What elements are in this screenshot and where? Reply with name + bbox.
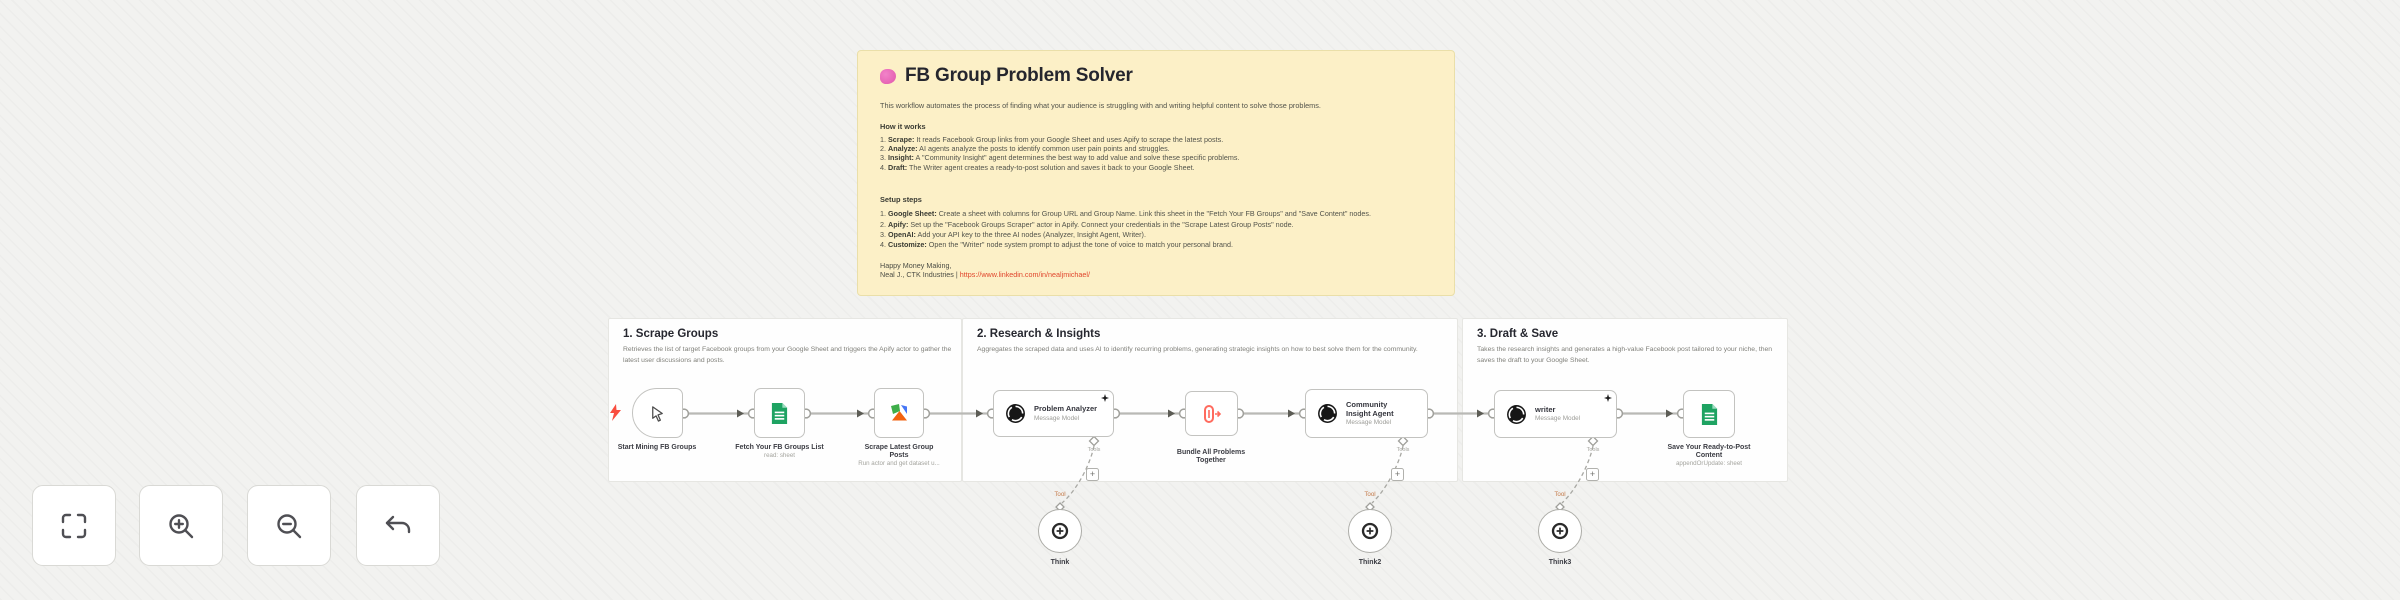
sticky-note[interactable]: FB Group Problem Solver This workflow au…: [857, 50, 1455, 296]
tools-port-label: Tools: [1087, 447, 1101, 453]
cursor-icon: [652, 405, 663, 422]
think-tool-icon: [1051, 522, 1069, 540]
openai-icon: [1006, 404, 1025, 423]
node-problem-analyzer[interactable]: Problem Analyzer Message Model: [993, 390, 1114, 437]
node-title: writer: [1535, 404, 1556, 414]
sticky-title: FB Group Problem Solver: [905, 65, 1133, 86]
node-fetch-fb-groups-list[interactable]: [754, 388, 805, 438]
execute-bolt-icon: [610, 404, 621, 421]
node-subtitle: Message Model: [1034, 414, 1080, 422]
apify-icon: [891, 404, 907, 421]
tools-port-label: Tools: [1396, 447, 1410, 453]
add-tool-button[interactable]: +: [1586, 468, 1599, 481]
undo-icon: [385, 515, 411, 533]
zoom-in-icon: [169, 513, 194, 538]
setup-steps-heading: Setup steps: [880, 195, 922, 205]
tool-label: Think: [1050, 559, 1070, 566]
sticky-intro: This workflow automates the process of f…: [880, 101, 1321, 110]
section-description: Aggregates the scraped data and uses AI …: [977, 346, 1418, 353]
tools-port-label: Tools: [1586, 447, 1600, 453]
reset-zoom-button[interactable]: [356, 485, 440, 566]
openai-icon: [1507, 404, 1526, 424]
node-label: Bundle All Problems Together: [1176, 449, 1246, 464]
node-title: Community Insight Agent: [1346, 399, 1394, 418]
list-item: 4. Draft: The Writer agent creates a rea…: [880, 162, 1195, 172]
node-subtitle: Run actor and get dataset u...: [858, 460, 940, 468]
list-item: 1. Scrape: It reads Facebook Group links…: [880, 134, 1224, 144]
fit-view-icon: [61, 513, 87, 538]
setup-steps-list: 1. Google Sheet: Create a sheet with col…: [880, 209, 1432, 249]
node-subtitle: Message Model: [1346, 419, 1392, 427]
tool-label: Think2: [1358, 559, 1382, 566]
tool-connection-label: Tool: [1554, 491, 1566, 498]
tool-connection-label: Tool: [1054, 491, 1066, 498]
signoff-name: Neal J., CTK Industries |: [880, 270, 960, 280]
node-label: Fetch Your FB Groups List read: sheet: [733, 444, 826, 460]
tool-label: Think3: [1548, 559, 1572, 566]
list-item: 3. OpenAI: Add your API key to the three…: [880, 229, 1146, 239]
node-bundle-problems[interactable]: [1185, 391, 1238, 436]
think-tool-icon: [1361, 522, 1379, 540]
section-title: 3. Draft & Save: [1477, 328, 1559, 340]
think-tool-icon: [1551, 522, 1569, 540]
node-label: Start Mining FB Groups: [617, 444, 697, 451]
tool-connection-label: Tool: [1364, 491, 1376, 498]
list-item: 4. Customize: Open the "Writer" node sys…: [880, 240, 1233, 250]
tool-node-think[interactable]: [1038, 509, 1082, 553]
node-scrape-latest-posts[interactable]: [874, 388, 924, 438]
add-tool-button[interactable]: +: [1086, 468, 1099, 481]
node-label: Scrape Latest Group Posts Run actor and …: [855, 444, 943, 468]
node-save-content[interactable]: [1683, 390, 1735, 438]
node-start-mining-fb-groups[interactable]: [632, 388, 683, 438]
node-subtitle: read: sheet: [764, 452, 795, 460]
section-title: 2. Research & Insights: [977, 328, 1101, 340]
brain-emoji-icon: [880, 68, 896, 84]
tool-node-think3[interactable]: [1538, 509, 1582, 553]
signoff-line1: Happy Money Making,: [880, 260, 952, 270]
node-label: Save Your Ready-to-Post Content appendOr…: [1659, 444, 1759, 468]
how-it-works-list: 1. Scrape: It reads Facebook Group links…: [880, 134, 1432, 172]
google-sheets-icon: [1701, 403, 1717, 425]
list-item: 3. Insight: A "Community Insight" agent …: [880, 153, 1240, 163]
signoff: Happy Money Making, Neal J., CTK Industr…: [880, 261, 1432, 280]
node-community-insight-agent[interactable]: Community Insight Agent Message Model: [1305, 389, 1428, 438]
sparkle-icon: [1604, 394, 1612, 402]
linkedin-link[interactable]: https://www.linkedin.com/in/nealjmichael…: [959, 270, 1090, 280]
list-item: 1. Google Sheet: Create a sheet with col…: [880, 209, 1371, 219]
google-sheets-icon: [771, 402, 788, 424]
list-item: 2. Apify: Set up the "Facebook Groups Sc…: [880, 219, 1294, 229]
node-subtitle: appendOrUpdate: sheet: [1675, 460, 1743, 468]
openai-icon: [1318, 404, 1337, 423]
sparkle-icon: [1101, 394, 1109, 402]
zoom-out-icon: [277, 513, 302, 538]
node-writer[interactable]: writer Message Model: [1494, 390, 1617, 438]
node-title: Problem Analyzer: [1034, 404, 1098, 414]
section-description: Takes the research insights and generate…: [1477, 346, 1773, 364]
fit-view-button[interactable]: [32, 485, 116, 566]
zoom-out-button[interactable]: [247, 485, 331, 566]
list-item: 2. Analyze: AI agents analyze the posts …: [880, 144, 1170, 154]
section-description: Retrieves the list of target Facebook gr…: [623, 346, 952, 364]
zoom-in-button[interactable]: [139, 485, 223, 566]
section-title: 1. Scrape Groups: [623, 328, 719, 340]
node-subtitle: Message Model: [1535, 415, 1581, 423]
tool-node-think2[interactable]: [1348, 509, 1392, 553]
aggregate-icon: [1203, 404, 1221, 423]
add-tool-button[interactable]: +: [1391, 468, 1404, 481]
how-it-works-heading: How it works: [880, 121, 926, 131]
